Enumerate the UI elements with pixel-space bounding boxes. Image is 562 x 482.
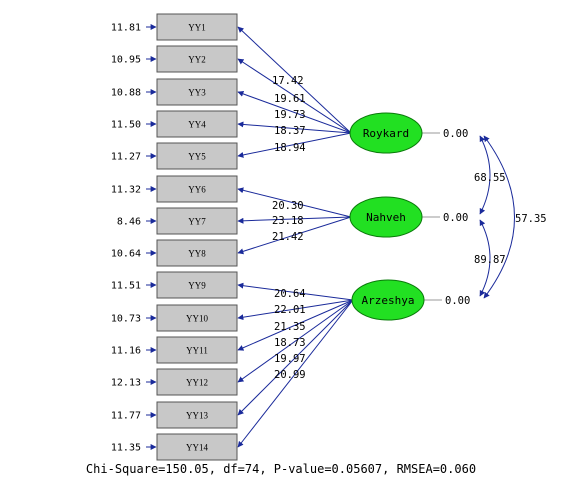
indicator-box [156,368,238,396]
covariance-value: 89.87 [474,254,506,266]
indicator-label: YY9 [188,281,206,291]
loading-value: 19.97 [274,353,306,365]
loading-value: 20.64 [274,288,306,300]
error-variance: 10.73 [111,314,141,325]
latent-variance: 0.00 [445,295,470,307]
latent-ellipse [349,196,423,238]
indicator-label: YY6 [188,185,206,195]
covariance-arc [479,135,491,215]
loading-arrow [237,58,352,134]
latent-label: Nahveh [366,211,406,224]
error-variance: 8.46 [117,217,141,228]
latent-ellipse [351,279,425,321]
fit-statistics: Chi-Square=150.05, df=74, P-value=0.0560… [85,462,477,476]
error-variance: 11.16 [111,346,141,357]
loading-arrow [237,121,352,134]
loading-arrow [237,216,352,255]
indicator-label: YY3 [188,88,206,98]
indicator-label: YY1 [188,23,206,33]
loading-arrow [237,299,354,448]
loading-value: 19.61 [274,93,306,105]
loading-arrow [237,299,354,416]
indicator-label: YY7 [188,217,206,227]
error-variance: 10.88 [111,88,141,99]
indicator-box [156,304,238,332]
error-variance: 11.77 [111,411,141,422]
loading-arrow [237,282,354,301]
indicator-box [156,78,238,106]
indicator-label: YY10 [186,314,208,324]
covariance-arc [483,135,515,299]
covariance-value: 57.35 [515,213,547,225]
indicator-label: YY4 [188,120,206,130]
error-variance: 10.64 [111,249,141,260]
indicator-box [156,433,238,461]
indicator-box [156,239,238,267]
indicator-box [156,175,238,203]
indicator-box [156,45,238,73]
indicator-box [156,13,238,41]
loading-arrow [237,132,352,158]
indicator-box [156,110,238,138]
latent-ellipse [349,112,423,154]
error-variance: 11.51 [111,281,141,292]
loading-arrow [237,187,352,218]
indicator-label: YY14 [186,443,208,453]
error-variance: 11.35 [111,443,141,454]
indicator-label: YY8 [188,249,206,259]
indicator-box [156,271,238,299]
loading-value: 23.18 [272,215,304,227]
indicator-label: YY12 [186,378,208,388]
indicator-box [156,401,238,429]
error-variance: 11.81 [111,23,141,34]
latent-label: Roykard [363,127,409,140]
indicator-label: YY13 [186,411,208,421]
loading-arrow [237,299,354,321]
loading-arrow [237,299,354,351]
loading-value: 22.01 [274,304,306,316]
loading-arrow [237,91,352,134]
indicator-label: YY5 [188,152,206,162]
error-variance: 11.27 [111,152,141,163]
indicator-box [156,207,238,235]
latent-variance: 0.00 [443,128,468,140]
loading-value: 21.42 [272,231,304,243]
error-variance: 11.50 [111,120,141,131]
loading-value: 21.35 [274,321,306,333]
loading-value: 20.30 [272,200,304,212]
loading-value: 18.73 [274,337,306,349]
error-variance: 10.95 [111,55,141,66]
loading-arrow [237,216,352,224]
indicator-box [156,142,238,170]
error-variance: 11.32 [111,185,141,196]
loading-value: 18.37 [274,125,306,137]
indicator-label: YY2 [188,55,206,65]
latent-variance: 0.00 [443,212,468,224]
loading-value: 19.73 [274,109,306,121]
latent-label: Arzeshya [362,294,415,307]
covariance-value: 68.55 [474,172,506,184]
error-variance: 12.13 [111,378,141,389]
loading-value: 17.42 [272,75,304,87]
loading-arrow [237,26,352,134]
loading-value: 20.99 [274,369,306,381]
loading-value: 18.94 [274,142,306,154]
loading-arrow [237,299,354,383]
indicator-box [156,336,238,364]
indicator-label: YY11 [186,346,208,356]
covariance-arc [479,219,491,297]
